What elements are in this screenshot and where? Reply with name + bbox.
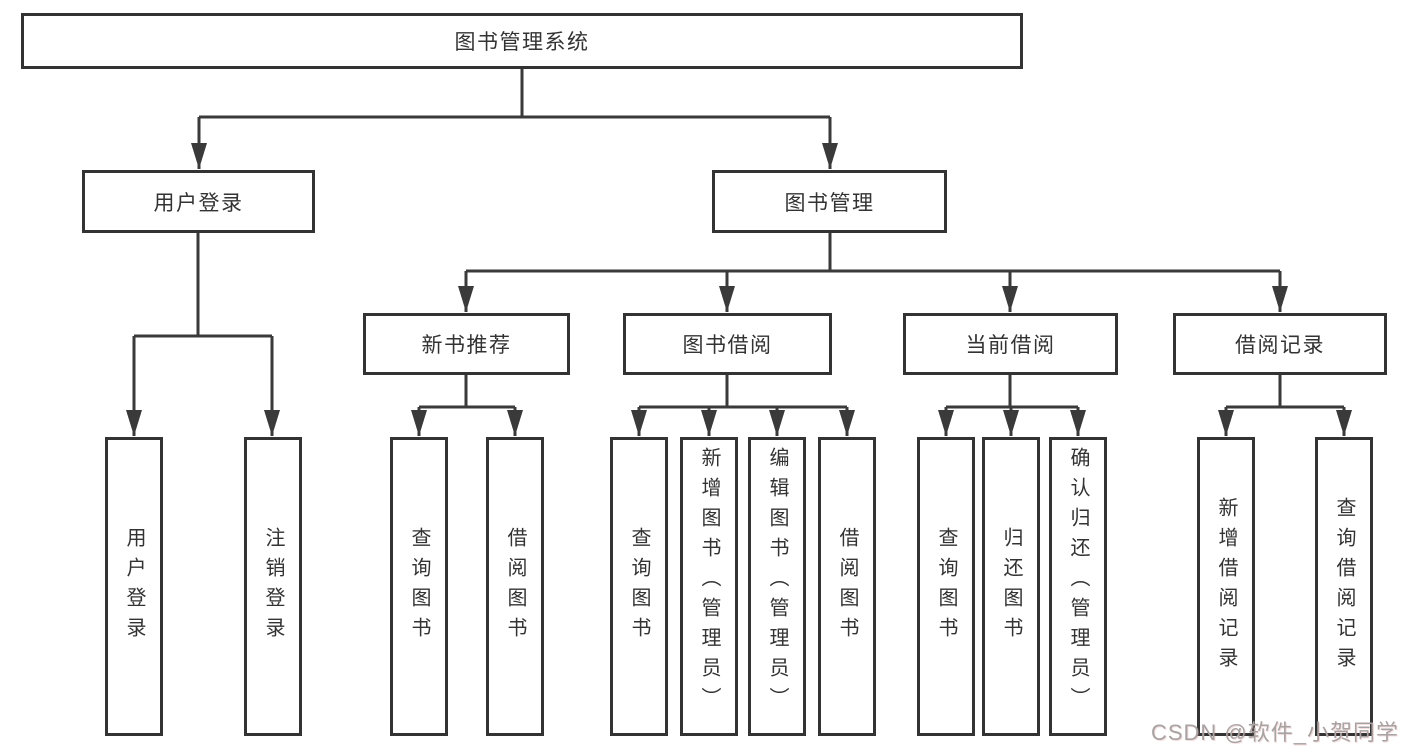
leaf-bb-edit-books-admin: 编辑图书（管理员）: [748, 437, 806, 736]
node-borrowing-records: 借阅记录: [1173, 313, 1387, 375]
leaf-user-login-label: 用户登录: [123, 526, 145, 647]
leaf-cb-query-books: 查询图书: [917, 437, 975, 736]
leaf-cb-return-books: 归还图书: [982, 437, 1040, 736]
node-book-borrowing-label: 图书借阅: [682, 334, 773, 357]
leaf-br-query-record-label: 查询借阅记录: [1333, 496, 1355, 677]
leaf-bb-add-books-admin-label: 新增图书（管理员）: [698, 447, 720, 717]
leaf-cb-return-books-label: 归还图书: [1000, 526, 1022, 647]
node-new-book-recommend-label: 新书推荐: [421, 334, 512, 357]
leaf-bb-borrow-books-label: 借阅图书: [836, 526, 858, 647]
leaf-logout: 注销登录: [244, 437, 302, 736]
node-book-borrowing: 图书借阅: [623, 313, 832, 375]
leaf-cb-confirm-return-admin-label: 确认归还（管理员）: [1067, 447, 1089, 717]
leaf-bb-edit-books-admin-label: 编辑图书（管理员）: [766, 447, 788, 717]
node-current-borrowing: 当前借阅: [903, 313, 1118, 375]
leaf-bb-query-books-label: 查询图书: [628, 526, 650, 647]
leaf-br-query-record: 查询借阅记录: [1315, 437, 1373, 736]
leaf-nbr-borrow-books-label: 借阅图书: [504, 526, 526, 647]
leaf-br-add-record-label: 新增借阅记录: [1215, 496, 1237, 677]
node-user-login-label: 用户登录: [153, 191, 244, 215]
leaf-user-login: 用户登录: [105, 437, 163, 736]
node-book-management-label: 图书管理: [784, 191, 875, 215]
leaf-nbr-borrow-books: 借阅图书: [486, 437, 544, 736]
leaf-cb-query-books-label: 查询图书: [935, 526, 957, 647]
leaf-nbr-query-books: 查询图书: [390, 437, 448, 736]
node-root-label: 图书管理系统: [454, 31, 590, 54]
node-book-management: 图书管理: [712, 170, 947, 233]
csdn-watermark: CSDN @软件_小贺同学: [1150, 720, 1399, 745]
node-borrowing-records-label: 借阅记录: [1235, 334, 1325, 357]
leaf-nbr-query-books-label: 查询图书: [408, 526, 430, 647]
leaf-bb-query-books: 查询图书: [610, 437, 668, 736]
leaf-logout-label: 注销登录: [262, 526, 284, 647]
node-root-library-system: 图书管理系统: [21, 13, 1023, 69]
node-user-login: 用户登录: [82, 170, 315, 233]
leaf-bb-add-books-admin: 新增图书（管理员）: [680, 437, 738, 736]
node-current-borrowing-label: 当前借阅: [965, 334, 1056, 357]
leaf-br-add-record: 新增借阅记录: [1197, 437, 1255, 736]
node-new-book-recommend: 新书推荐: [363, 313, 570, 375]
leaf-cb-confirm-return-admin: 确认归还（管理员）: [1049, 437, 1107, 736]
leaf-bb-borrow-books: 借阅图书: [818, 437, 876, 736]
